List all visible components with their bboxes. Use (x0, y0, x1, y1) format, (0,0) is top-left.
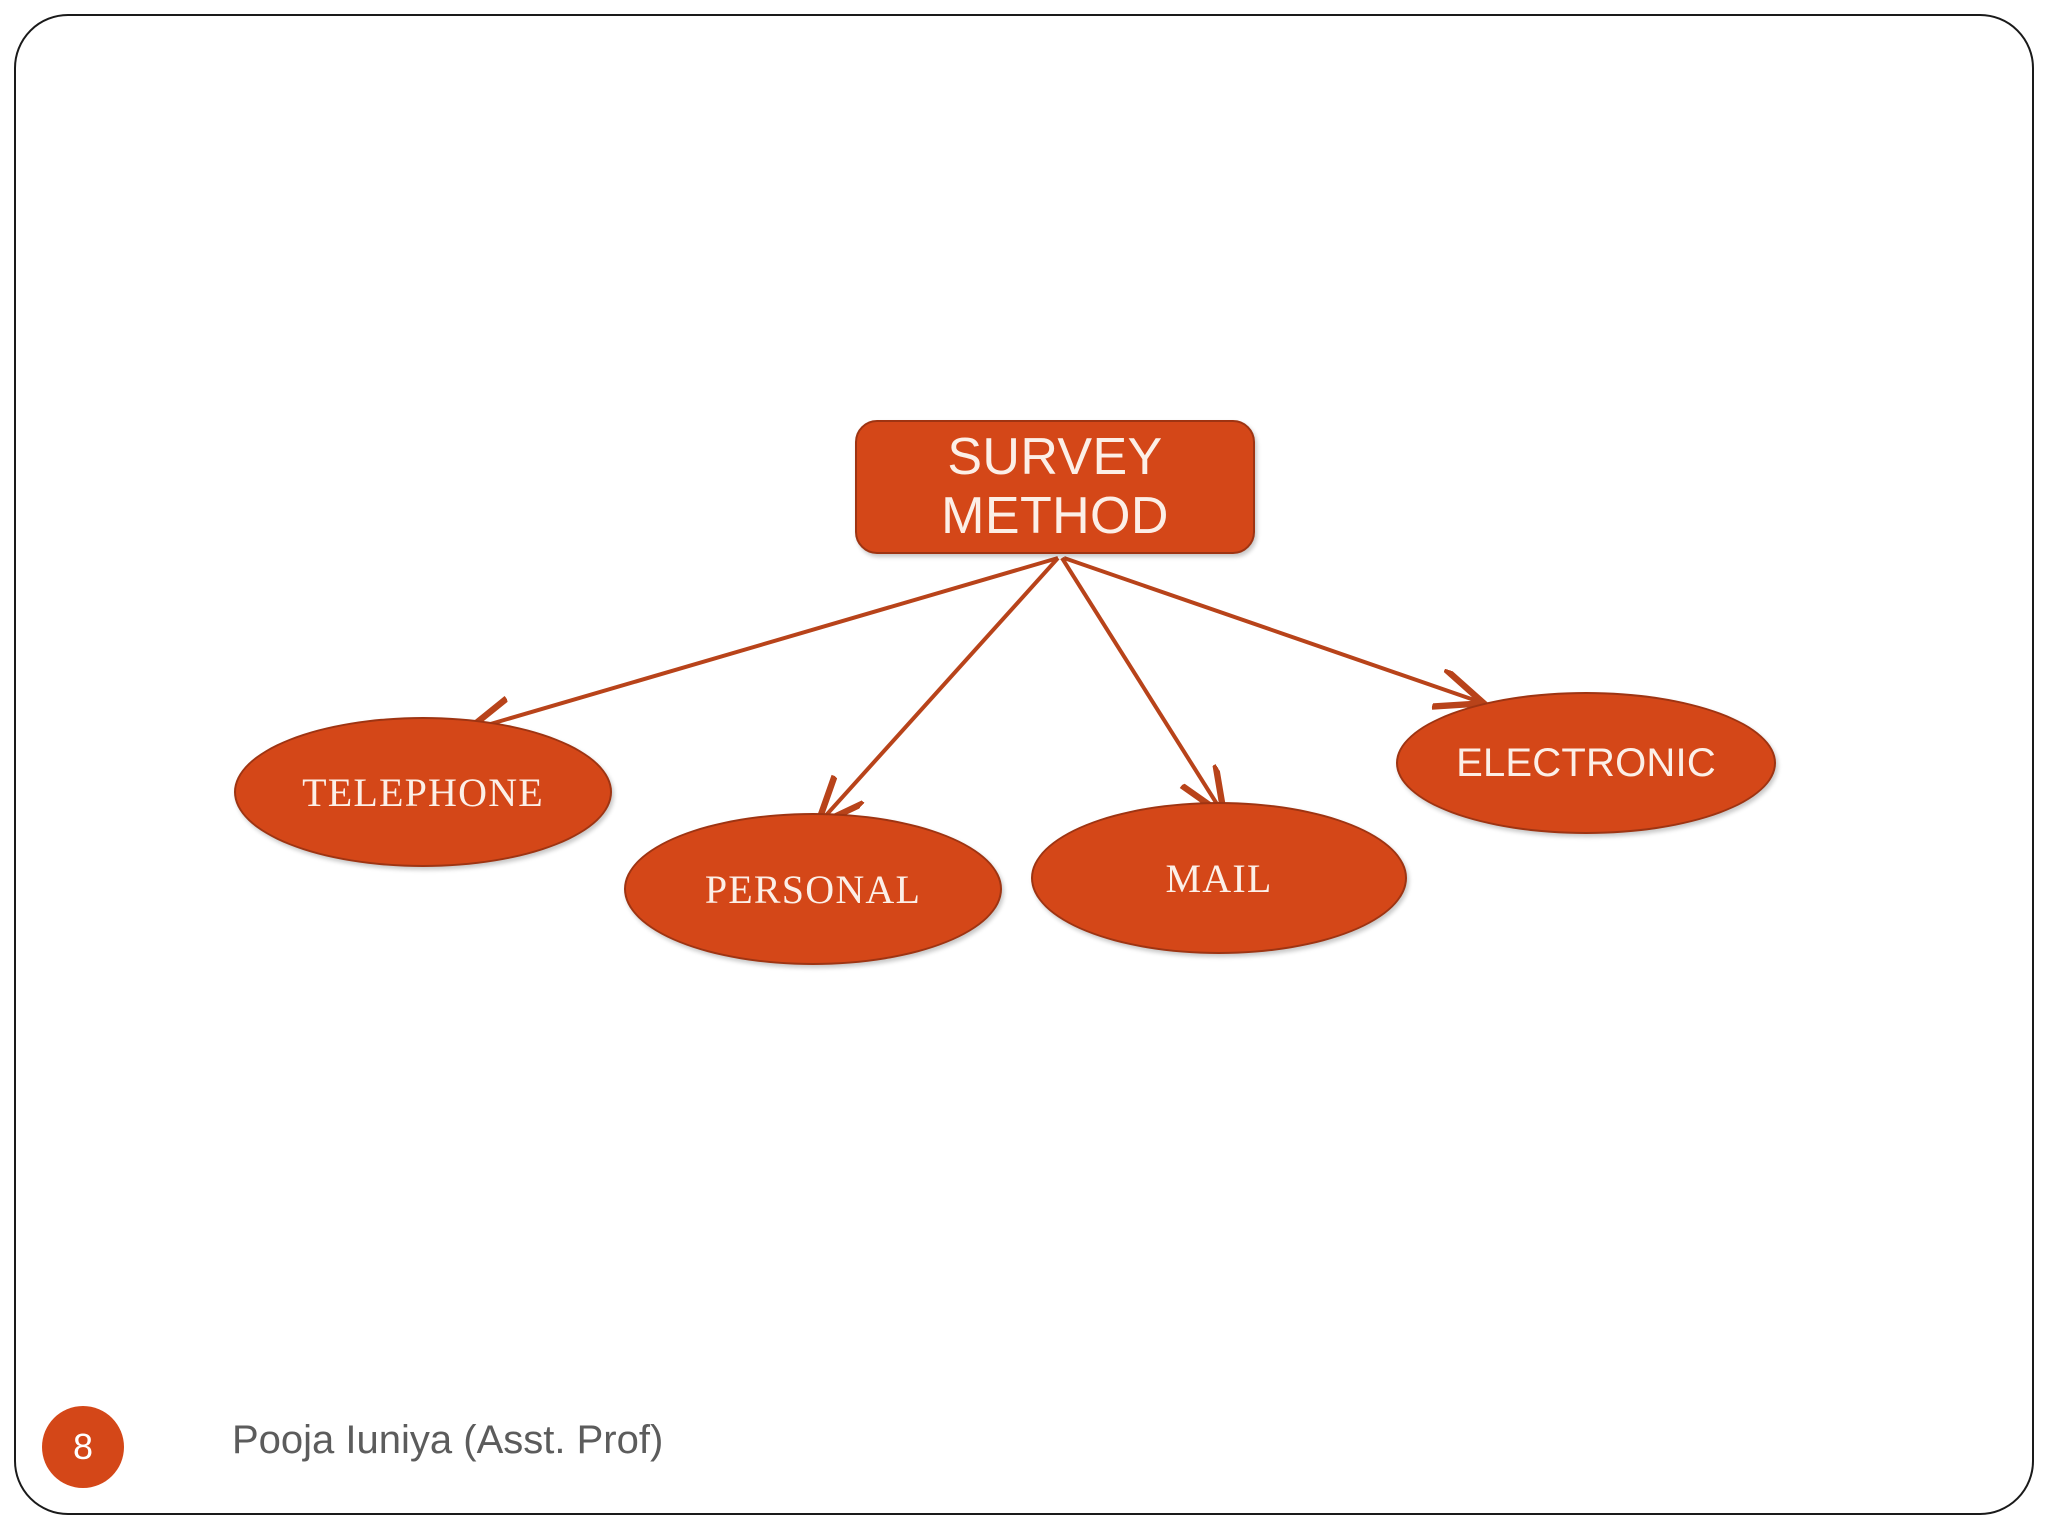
node-personal-label: PERSONAL (704, 866, 922, 912)
page-number-text: 8 (72, 1426, 94, 1467)
node-personal[interactable]: PERSONAL (624, 813, 1002, 965)
node-electronic[interactable]: ELECTRONIC (1396, 692, 1776, 834)
node-telephone-label: TELEPHONE (302, 769, 544, 815)
page-number-badge: 8 (42, 1406, 124, 1488)
footer-author-text: Pooja Iuniya (Asst. Prof) (232, 1418, 664, 1462)
node-electronic-label: ELECTRONIC (1456, 740, 1716, 785)
connector-survey-to-personal (820, 556, 1060, 822)
connector-survey-to-telephone (470, 556, 1059, 730)
node-survey-method-label: SURVEY METHOD (941, 428, 1169, 545)
node-mail-label: MAIL (1165, 855, 1273, 901)
node-telephone[interactable]: TELEPHONE (234, 717, 612, 867)
node-survey-method[interactable]: SURVEY METHOD (855, 420, 1255, 554)
connector-survey-to-electronic (1063, 556, 1480, 702)
connector-survey-to-mail (1060, 556, 1222, 812)
node-mail[interactable]: MAIL (1031, 802, 1407, 954)
